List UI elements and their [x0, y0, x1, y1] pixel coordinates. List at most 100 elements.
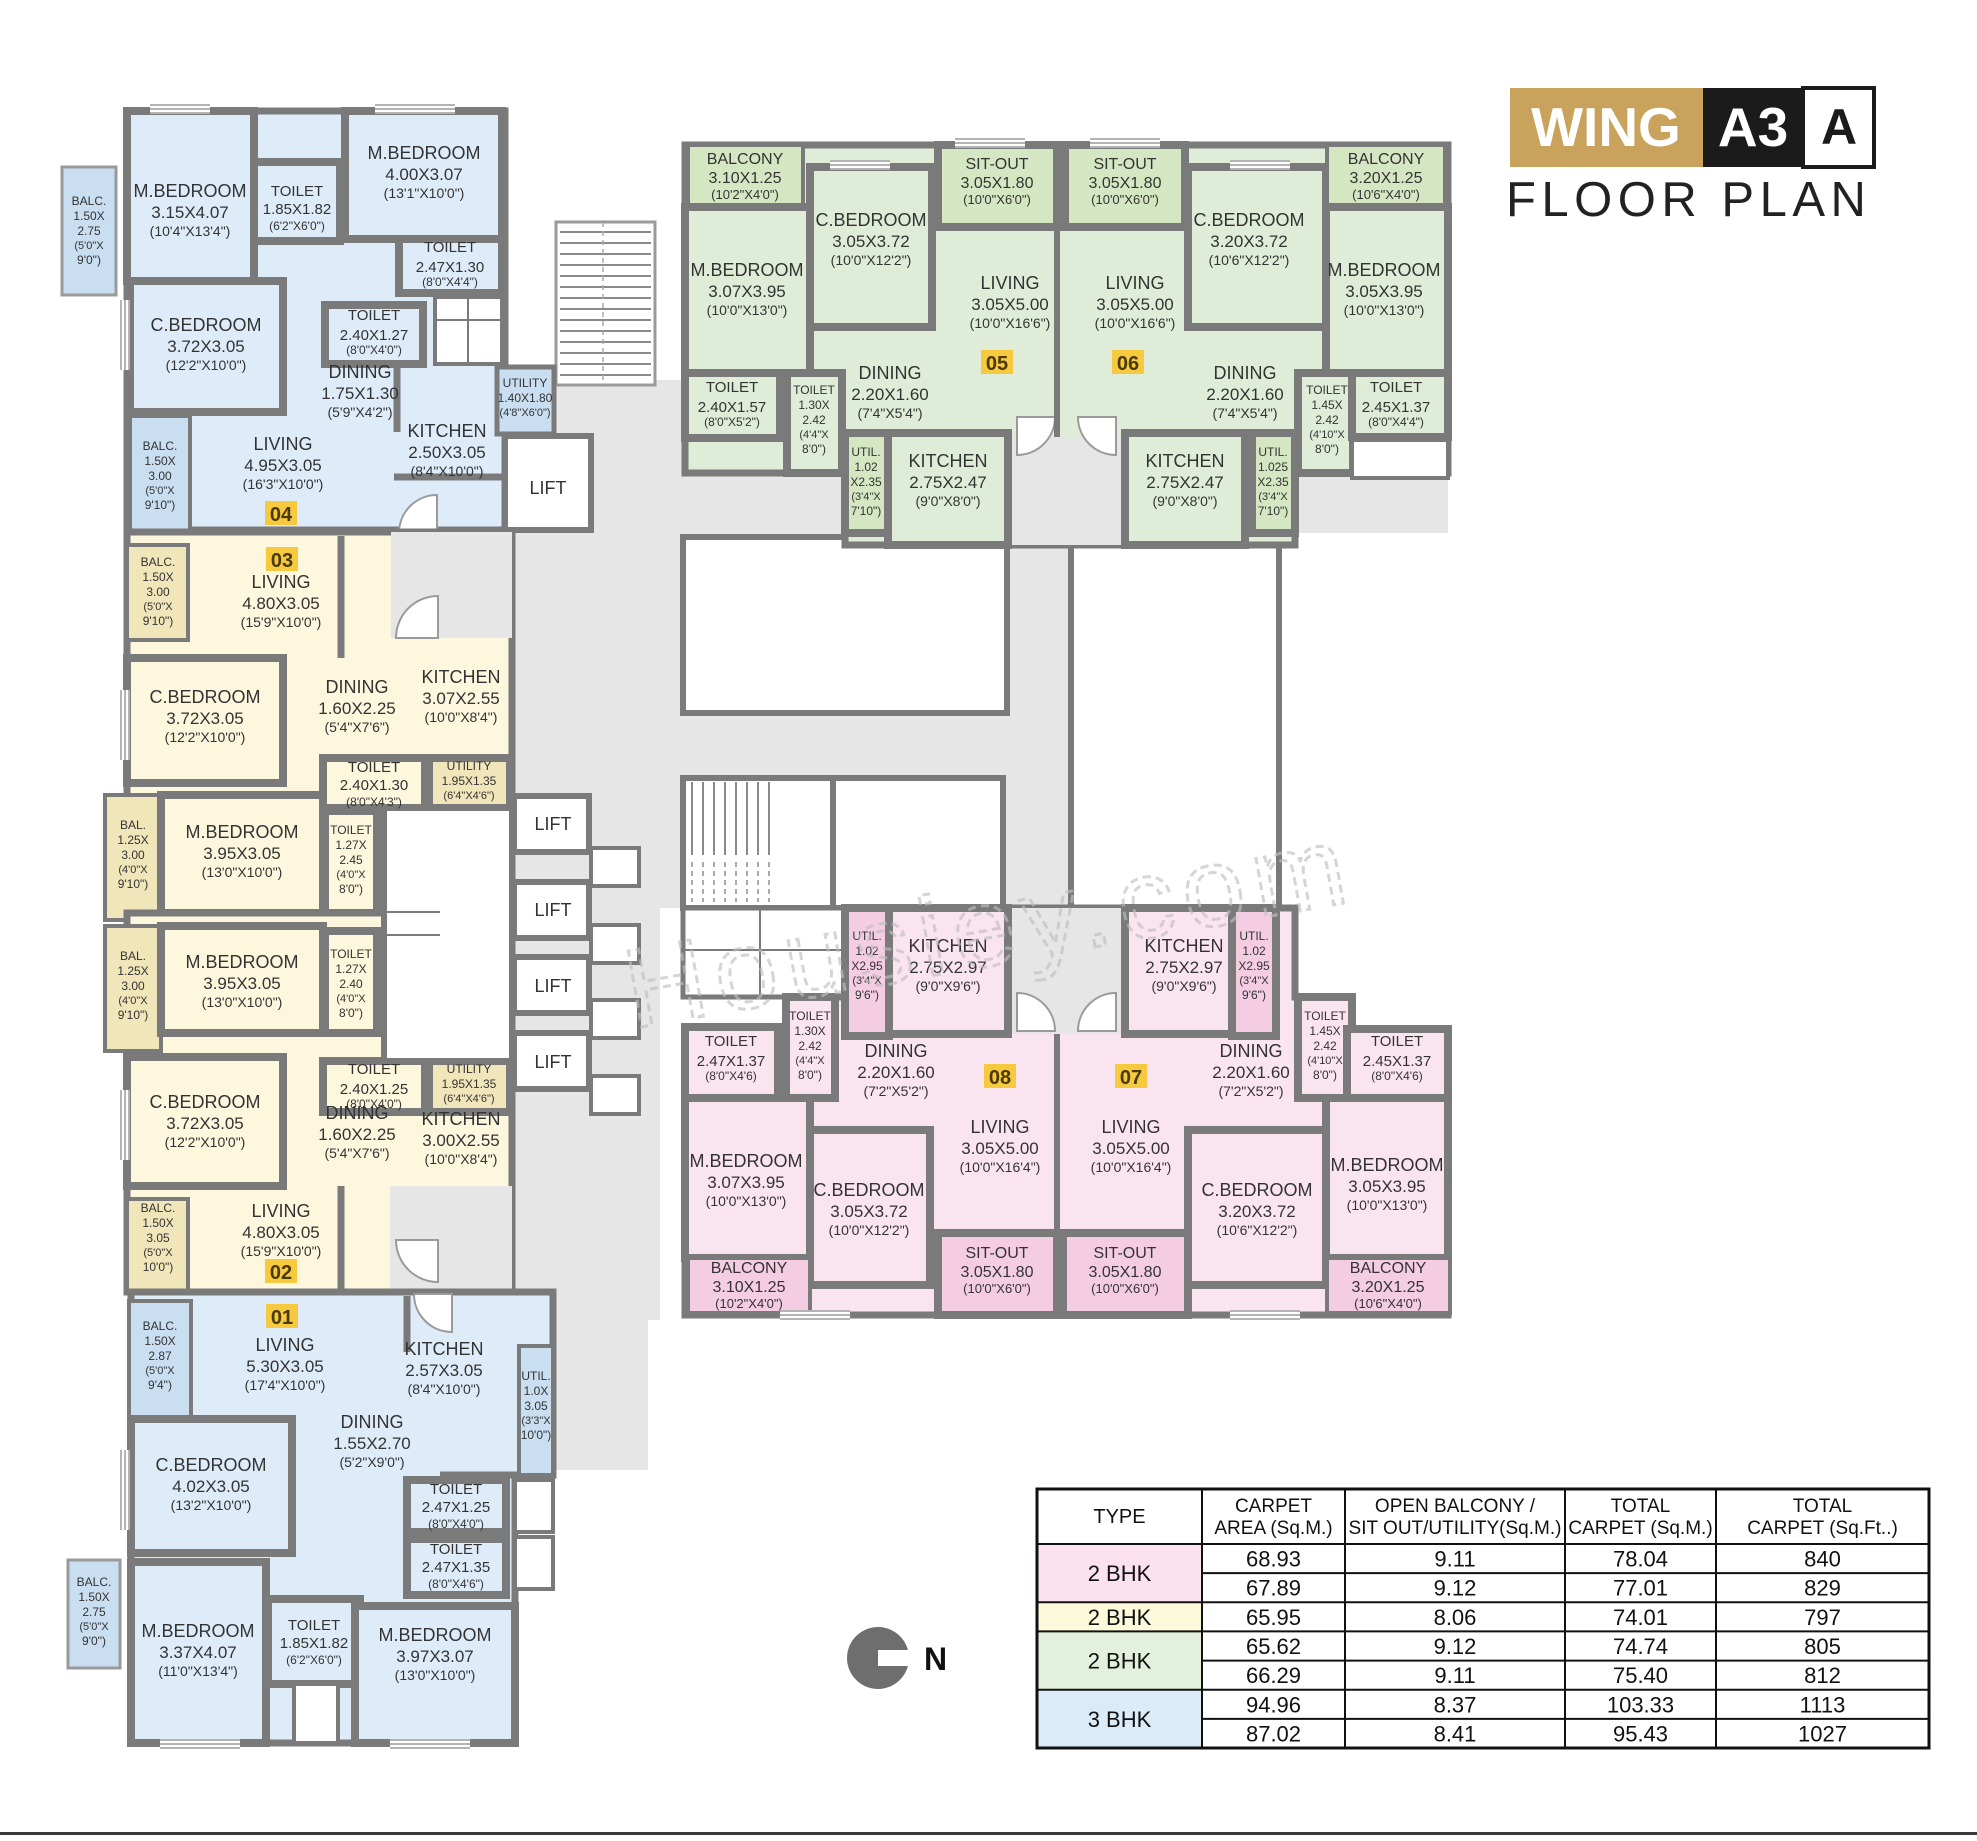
- svg-text:65.95: 65.95: [1246, 1605, 1301, 1630]
- svg-text:797: 797: [1804, 1605, 1841, 1630]
- svg-text:LIFT: LIFT: [534, 814, 571, 834]
- svg-text:94.96: 94.96: [1246, 1692, 1301, 1717]
- svg-text:N: N: [924, 1641, 947, 1677]
- svg-text:04: 04: [270, 504, 293, 526]
- svg-text:LIFT: LIFT: [534, 976, 571, 996]
- svg-text:05: 05: [986, 353, 1008, 375]
- svg-text:77.01: 77.01: [1613, 1576, 1668, 1601]
- svg-text:BALC.1.50X3.05(5'0"X10'0"): BALC.1.50X3.05(5'0"X10'0"): [141, 1201, 176, 1274]
- svg-text:8.37: 8.37: [1434, 1692, 1477, 1717]
- svg-text:BALC.1.50X3.00(5'0"X9'10"): BALC.1.50X3.00(5'0"X9'10"): [143, 439, 178, 512]
- svg-text:LIFT: LIFT: [534, 900, 571, 920]
- svg-text:BALC.1.50X3.00(5'0"X9'10"): BALC.1.50X3.00(5'0"X9'10"): [141, 555, 176, 628]
- svg-text:95.43: 95.43: [1613, 1721, 1668, 1746]
- svg-text:68.93: 68.93: [1246, 1547, 1301, 1572]
- svg-text:829: 829: [1804, 1576, 1841, 1601]
- svg-text:1113: 1113: [1800, 1692, 1846, 1717]
- svg-text:75.40: 75.40: [1613, 1663, 1668, 1688]
- svg-text:07: 07: [1120, 1067, 1142, 1089]
- svg-text:02: 02: [270, 1262, 292, 1284]
- svg-text:74.74: 74.74: [1613, 1634, 1668, 1659]
- svg-text:8.06: 8.06: [1434, 1605, 1477, 1630]
- svg-text:AREA (Sq.M.): AREA (Sq.M.): [1214, 1518, 1332, 1539]
- svg-text:01: 01: [271, 1307, 293, 1329]
- svg-text:TOTAL: TOTAL: [1611, 1496, 1670, 1517]
- svg-text:CARPET (Sq.M.): CARPET (Sq.M.): [1568, 1518, 1712, 1539]
- svg-text:87.02: 87.02: [1246, 1721, 1301, 1746]
- svg-text:812: 812: [1804, 1663, 1841, 1688]
- svg-text:840: 840: [1804, 1547, 1841, 1572]
- svg-text:TOTAL: TOTAL: [1793, 1496, 1852, 1517]
- svg-text:OPEN BALCONY /: OPEN BALCONY /: [1375, 1496, 1536, 1517]
- svg-text:8.41: 8.41: [1434, 1721, 1477, 1746]
- svg-text:FLOOR PLAN: FLOOR PLAN: [1506, 173, 1871, 227]
- svg-text:2 BHK: 2 BHK: [1088, 1605, 1152, 1630]
- svg-text:03: 03: [271, 550, 293, 572]
- svg-text:A3: A3: [1718, 96, 1788, 158]
- svg-text:TYPE: TYPE: [1093, 1506, 1145, 1528]
- svg-text:06: 06: [1117, 353, 1139, 375]
- svg-text:9.11: 9.11: [1434, 1663, 1475, 1688]
- svg-text:805: 805: [1804, 1634, 1841, 1659]
